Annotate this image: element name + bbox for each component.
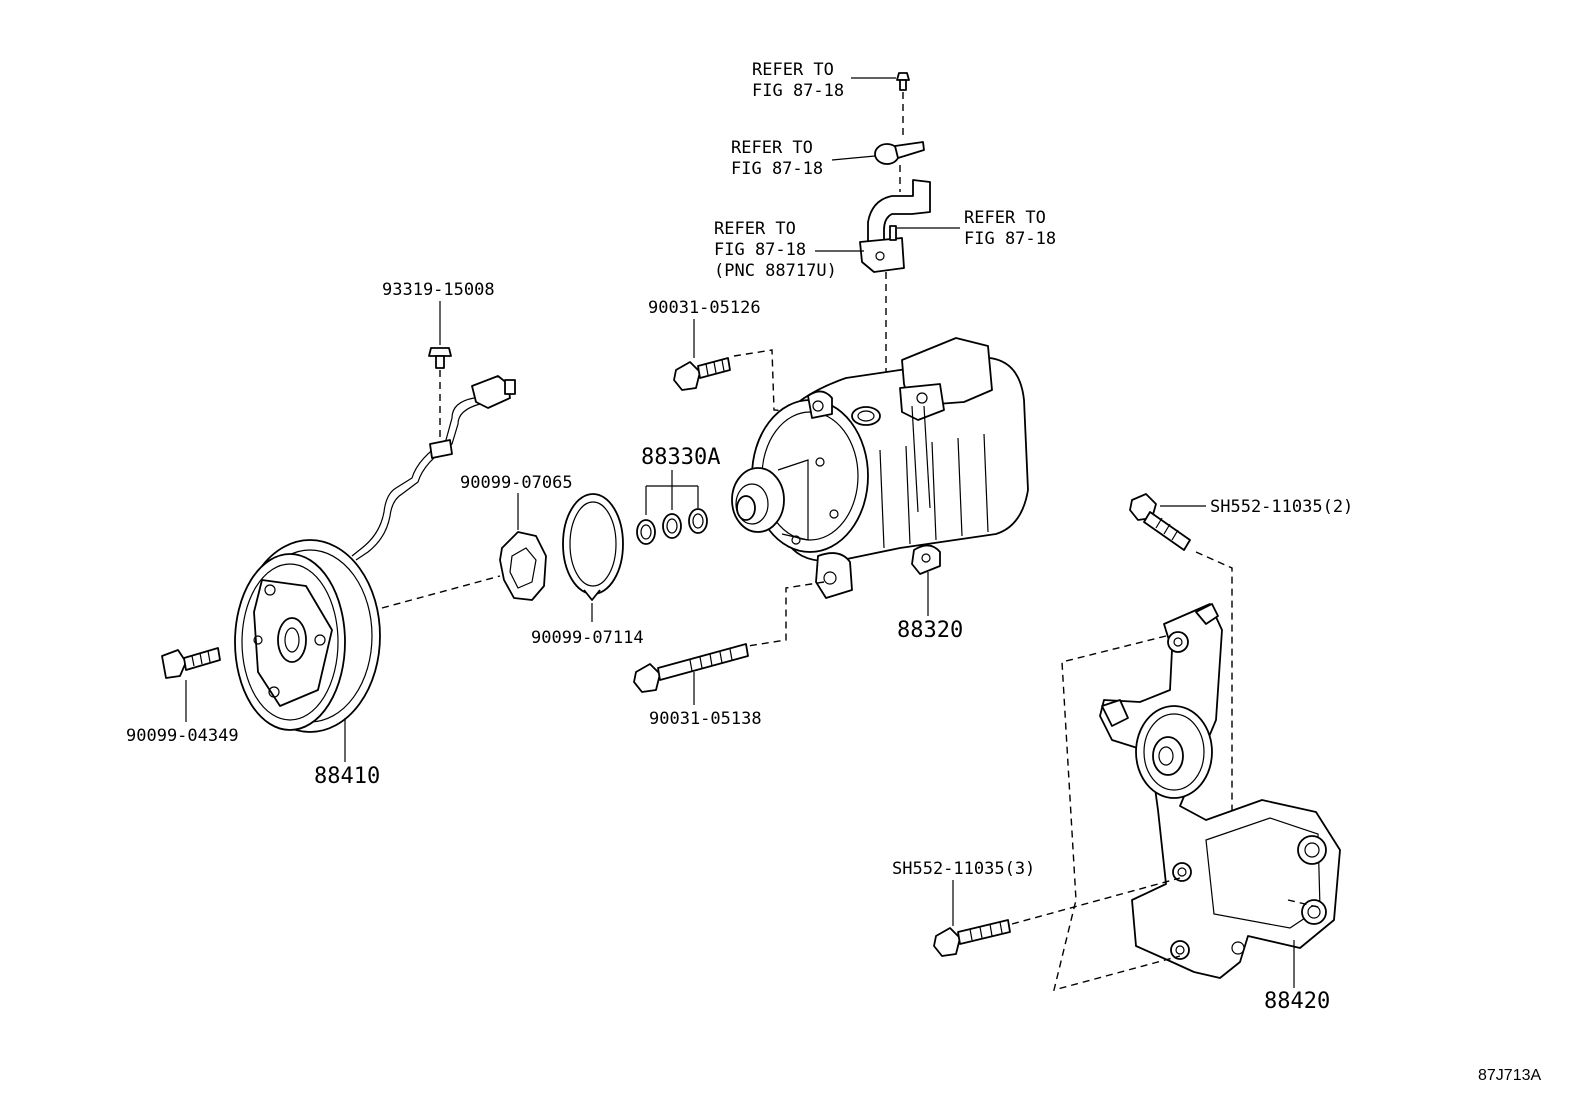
refer-top-line1: REFER TO xyxy=(752,60,834,80)
label-90031-05126: 90031-05126 xyxy=(648,298,761,318)
bolt-sh552-11035-3 xyxy=(933,919,1011,957)
label-93319-15008: 93319-15008 xyxy=(382,280,495,300)
refer-label-clamp: REFER TO FIG 87-18 xyxy=(731,138,876,179)
label-88330A: 88330A xyxy=(641,445,720,470)
bracket-88420 xyxy=(1099,603,1341,979)
refer-clamp-line1: REFER TO xyxy=(731,138,813,158)
hose-clamp xyxy=(874,141,925,165)
label-88410: 88410 xyxy=(314,764,380,789)
top-bolt xyxy=(896,72,910,91)
screw-93319-15008 xyxy=(428,347,452,369)
wire-harness xyxy=(351,375,516,561)
leader-88330A xyxy=(645,470,699,515)
refer-hose-line3: (PNC 88717U) xyxy=(714,261,837,281)
refer-right-line1: REFER TO xyxy=(964,208,1046,228)
refer-label-right: REFER TO FIG 87-18 xyxy=(897,208,1056,249)
label-sh552-11035-3: SH552-11035(3) xyxy=(892,859,1035,879)
label-90031-05138: 90031-05138 xyxy=(649,709,762,729)
clutch-pulley-88410 xyxy=(234,539,381,733)
label-90099-07065: 90099-07065 xyxy=(460,473,573,493)
refer-hose-line1: REFER TO xyxy=(714,219,796,239)
shim-90099-07065 xyxy=(499,531,547,601)
label-90099-04349: 90099-04349 xyxy=(126,726,239,746)
bolt-sh552-11035-2 xyxy=(1129,493,1191,551)
label-88420: 88420 xyxy=(1264,989,1330,1014)
refer-hose-line2: FIG 87-18 xyxy=(714,240,806,260)
bolt-90031-05138 xyxy=(633,643,749,693)
o-rings-88330A xyxy=(636,508,708,545)
refer-right-line2: FIG 87-18 xyxy=(964,229,1056,249)
label-88320: 88320 xyxy=(897,618,963,643)
refer-top-line2: FIG 87-18 xyxy=(752,81,844,101)
refer-clamp-line2: FIG 87-18 xyxy=(731,159,823,179)
figure-id: 87J713A xyxy=(1478,1067,1541,1084)
bolt-90099-04349 xyxy=(161,647,221,679)
snap-ring-90099-07114 xyxy=(562,493,624,601)
refer-label-hose: REFER TO FIG 87-18 (PNC 88717U) xyxy=(714,219,864,281)
label-90099-07114: 90099-07114 xyxy=(531,628,644,648)
bolt-90031-05126 xyxy=(673,357,731,391)
hose-fitting xyxy=(859,179,931,273)
compressor-88320 xyxy=(731,337,1029,599)
refer-label-top: REFER TO FIG 87-18 xyxy=(752,60,896,101)
label-sh552-11035-2: SH552-11035(2) xyxy=(1210,497,1353,517)
